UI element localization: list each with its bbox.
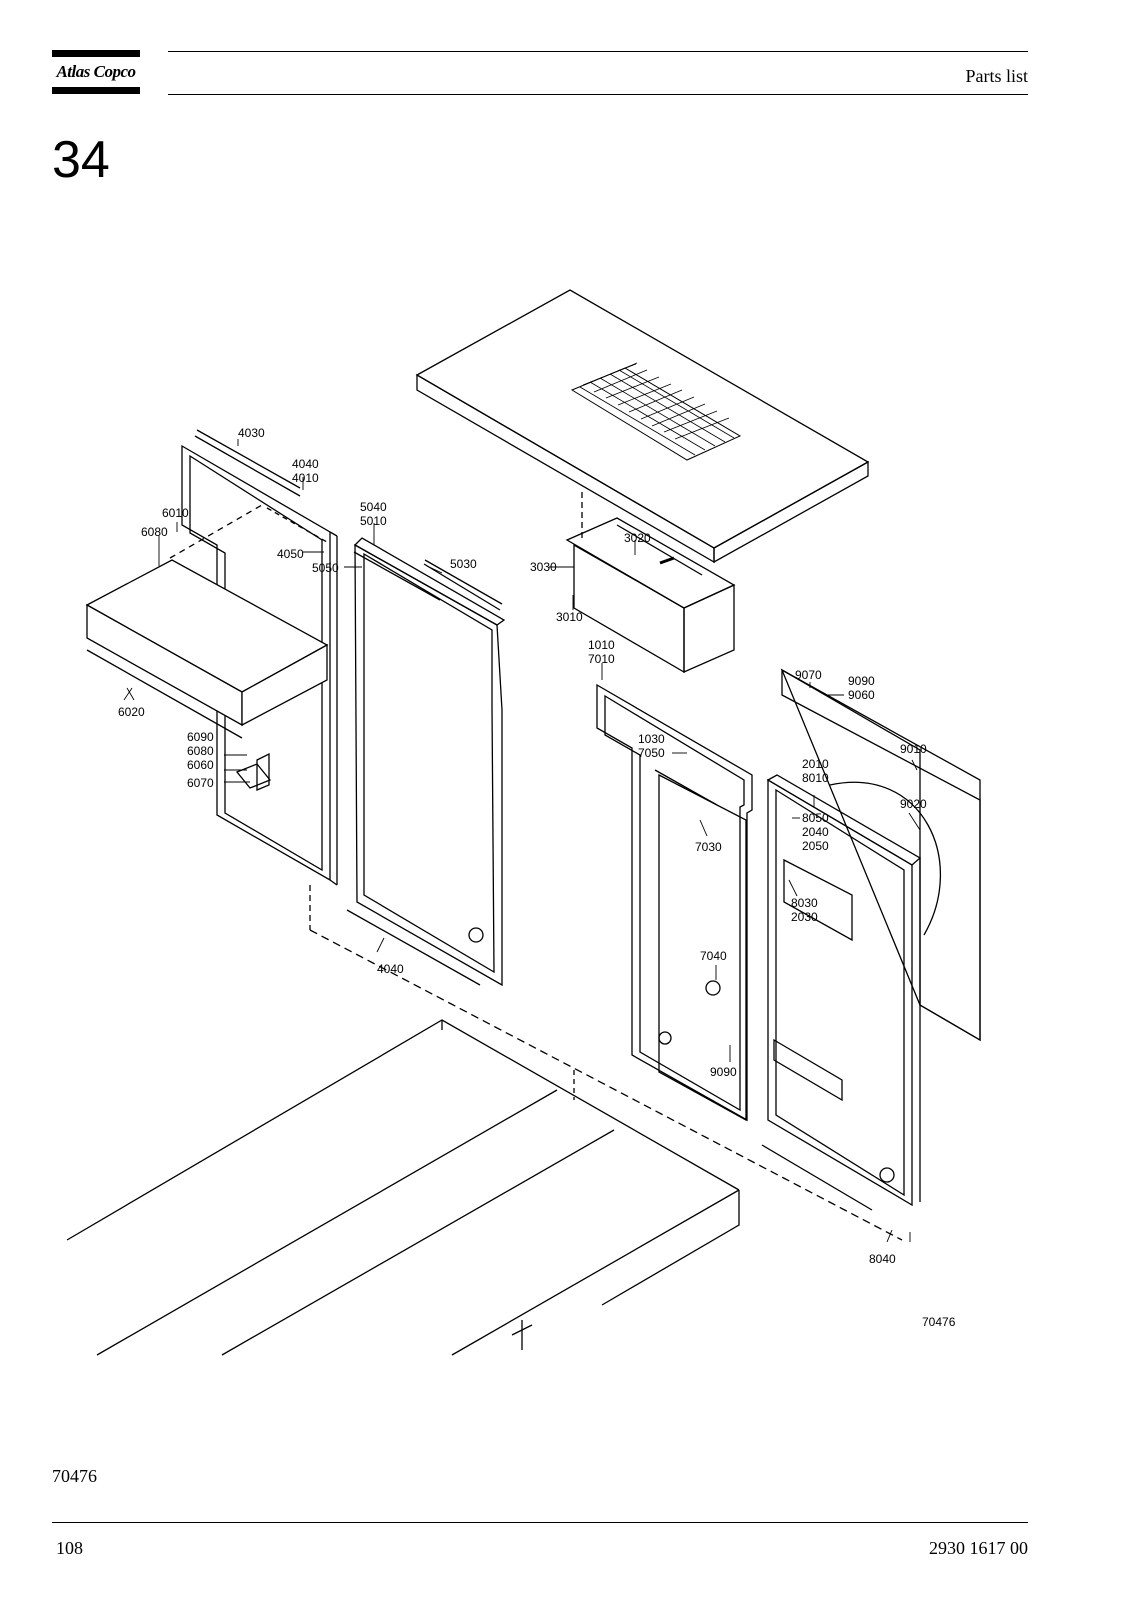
part-label: 8040: [869, 1252, 896, 1266]
part-label: 4030: [238, 426, 265, 440]
part-label: 2040: [802, 825, 829, 839]
part-label: 6060: [187, 758, 214, 772]
exploded-view-svg: 4030 4040 4010 6010 6080 4050 5050 5040 …: [66, 289, 981, 1356]
section-number: 34: [52, 131, 110, 189]
middle-side-frame: [309, 537, 506, 987]
part-label: 2050: [802, 839, 829, 853]
part-label: 6010: [162, 506, 189, 520]
part-label: 6090: [187, 730, 214, 744]
page-number: 108: [56, 1538, 83, 1558]
door-panel: [766, 774, 922, 1207]
part-label: 9090: [710, 1065, 737, 1079]
part-label: 8050: [802, 811, 829, 825]
part-label: 4040: [377, 962, 404, 976]
part-label: 7040: [700, 949, 727, 963]
part-label: 4050: [277, 547, 304, 561]
atlas-copco-logo: Atlas Copco: [52, 50, 140, 94]
part-label: 9020: [900, 797, 927, 811]
part-label: 3020: [624, 531, 651, 545]
part-label: 6070: [187, 776, 214, 790]
right-side-frame: [596, 683, 843, 1122]
part-label: 8010: [802, 771, 829, 785]
part-label: 7010: [588, 652, 615, 666]
part-label: 4040: [292, 457, 319, 471]
part-label: 3030: [530, 560, 557, 574]
part-label: 6020: [118, 705, 145, 719]
part-label: 8030: [791, 896, 818, 910]
exploded-view-drawing: 4030 4040 4010 6010 6080 4050 5050 5040 …: [62, 240, 1022, 1390]
part-label: 5040: [360, 500, 387, 514]
back-panel: [780, 668, 981, 1042]
part-label: 7050: [638, 746, 665, 760]
logo-bar-bottom: [52, 87, 140, 94]
header-rule-bottom: [168, 94, 1028, 95]
logo-wordmark: Atlas Copco: [56, 62, 136, 81]
part-label: 9060: [848, 688, 875, 702]
part-label: 9070: [795, 668, 822, 682]
part-label: 1010: [588, 638, 615, 652]
part-label: 1030: [638, 732, 665, 746]
part-label: 5030: [450, 557, 477, 571]
side-box: [85, 504, 329, 739]
part-label: 5010: [360, 514, 387, 528]
part-label: 7030: [695, 840, 722, 854]
part-label: 2010: [802, 757, 829, 771]
header-rule-top: [168, 51, 1028, 52]
part-label: 4010: [292, 471, 319, 485]
part-label: 6080: [187, 744, 214, 758]
part-label: 2030: [791, 910, 818, 924]
footer-rule: [52, 1522, 1028, 1523]
air-duct-box: [565, 492, 736, 674]
leader-lines: [123, 439, 921, 1243]
bracket: [235, 752, 272, 791]
logo-bar-top: [52, 50, 140, 57]
part-label: 9010: [900, 742, 927, 756]
base-frame: [66, 929, 903, 1356]
drawing-code: 70476: [922, 1315, 956, 1329]
section-title: Parts list: [965, 66, 1028, 86]
roof-panel: [415, 289, 870, 564]
figure-code: 70476: [52, 1466, 97, 1486]
part-label: 3010: [556, 610, 583, 624]
document-number: 2930 1617 00: [929, 1538, 1028, 1558]
part-label: 6080: [141, 525, 168, 539]
part-label: 5050: [312, 561, 339, 575]
part-label: 9090: [848, 674, 875, 688]
part-number-labels: 4030 4040 4010 6010 6080 4050 5050 5040 …: [118, 426, 956, 1329]
